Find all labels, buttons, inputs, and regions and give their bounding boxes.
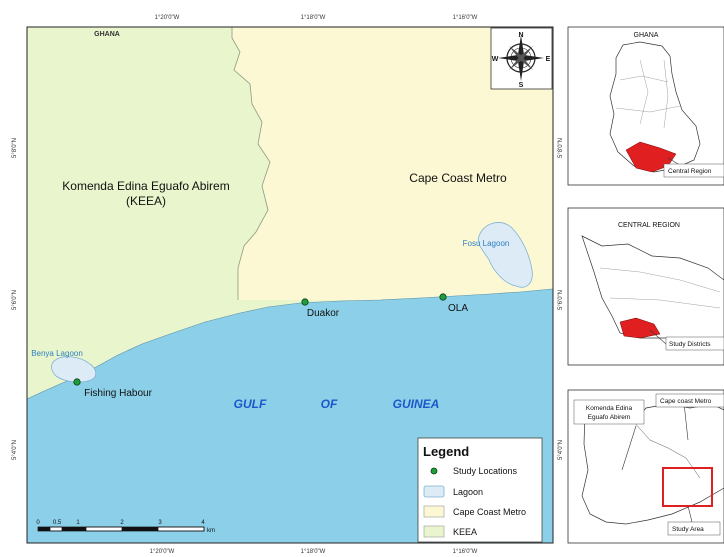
- study-districts-highlight: [619, 317, 661, 339]
- central-region-highlight: [625, 141, 677, 173]
- legend: Legend Study Locations Lagoon Cape Coast…: [417, 437, 543, 543]
- ola-location-point: [439, 293, 447, 301]
- right-label-1: 5°8'0"N: [558, 138, 564, 158]
- compass-n: N: [518, 32, 523, 39]
- compass-w: W: [492, 56, 499, 63]
- keea-abbr-label: (KEEA): [126, 194, 166, 208]
- study-area-box: [662, 467, 713, 507]
- left-label-2: 5°6'0"N: [12, 290, 18, 310]
- fishing-habour-location-point: [73, 378, 81, 386]
- ghana-label: GHANA: [94, 31, 120, 38]
- inset-central-region: CENTRAL REGION Study Districts: [567, 207, 724, 366]
- scale-unit: km: [207, 528, 215, 534]
- scale-tick-1: 0.5: [53, 520, 62, 526]
- sea-label-gulf: GULF: [234, 397, 267, 411]
- inset-study-ccm: Cape coast Metro: [660, 398, 712, 405]
- north-arrow: N S E W: [490, 27, 553, 90]
- scale-tick-4: 3: [158, 520, 162, 526]
- benya-lagoon-shape: [51, 356, 97, 383]
- district-boundary: [231, 27, 271, 300]
- main-map-frame: [26, 26, 554, 544]
- top-label-1: 1°20'0"W: [155, 15, 180, 21]
- legend-item-lagoon: Lagoon: [453, 487, 483, 497]
- left-label-3: 5°4'0"N: [12, 440, 18, 460]
- inset-ghana-callout: Central Region: [668, 168, 712, 175]
- inset-central-title: CENTRAL REGION: [618, 222, 680, 229]
- scale-tick-3: 2: [120, 520, 124, 526]
- cape-coast-metro-area: [232, 27, 553, 300]
- legend-ccm-swatch: [423, 505, 445, 518]
- bottom-label-2: 1°18'0"W: [301, 549, 326, 555]
- cape-coast-metro-label: Cape Coast Metro: [409, 171, 507, 185]
- legend-keea-swatch: [423, 525, 445, 538]
- sea-label-of: OF: [321, 397, 338, 411]
- inset-study-area: Komenda Edina Eguafo Abirem Cape coast M…: [567, 389, 724, 544]
- bottom-label-3: 1°16'0"W: [453, 549, 478, 555]
- legend-item-cape-coast-metro: Cape Coast Metro: [453, 507, 526, 517]
- main-map: 1°20'0"W 1°18'0"W 1°16'0"W 1°20'0"W 1°18…: [12, 15, 564, 555]
- legend-title: Legend: [423, 444, 469, 459]
- inset-central-callout: Study Districts: [669, 341, 711, 348]
- compass-e: E: [546, 56, 551, 63]
- fosu-lagoon-shape: [477, 222, 533, 288]
- inset-study-keea-line1: Komenda Edina: [586, 405, 633, 412]
- duakor-location-point: [301, 298, 309, 306]
- fishing-habour-label: Fishing Habour: [84, 388, 152, 399]
- scale-tick-0: 0: [36, 520, 40, 526]
- right-label-2: 5°6'0"N: [558, 290, 564, 310]
- sea-label-guinea: GUINEA: [393, 397, 440, 411]
- top-label-3: 1°16'0"W: [453, 15, 478, 21]
- legend-item-keea: KEEA: [453, 527, 477, 537]
- left-label-1: 5°8'0"N: [12, 138, 18, 158]
- study-area-outline: [581, 403, 724, 525]
- scale-bar: 0 0.5 1 2 3 4 km: [36, 520, 215, 534]
- duakor-label: Duakor: [307, 308, 340, 319]
- top-label-2: 1°18'0"W: [301, 15, 326, 21]
- ola-label: OLA: [448, 303, 468, 314]
- legend-study-point-swatch: [430, 467, 438, 475]
- legend-item-study-locations: Study Locations: [453, 466, 518, 476]
- benya-lagoon-label: Benya Lagoon: [31, 349, 83, 358]
- inset-ghana: GHANA Central Region: [567, 26, 724, 186]
- keea-name-label: Komenda Edina Eguafo Abirem: [62, 179, 229, 193]
- fosu-lagoon-label: Fosu Lagoon: [463, 239, 510, 248]
- scale-tick-2: 1: [76, 520, 80, 526]
- compass-s: S: [519, 82, 524, 89]
- inset-ghana-title: GHANA: [634, 32, 659, 39]
- scale-tick-5: 4: [201, 520, 205, 526]
- bottom-label-1: 1°20'0"W: [150, 549, 175, 555]
- right-label-3: 5°4'0"N: [558, 440, 564, 460]
- inset-study-area-label: Study Area: [672, 526, 704, 533]
- inset-study-keea-line2: Eguafo Abirem: [588, 414, 631, 421]
- legend-lagoon-swatch: [423, 485, 445, 498]
